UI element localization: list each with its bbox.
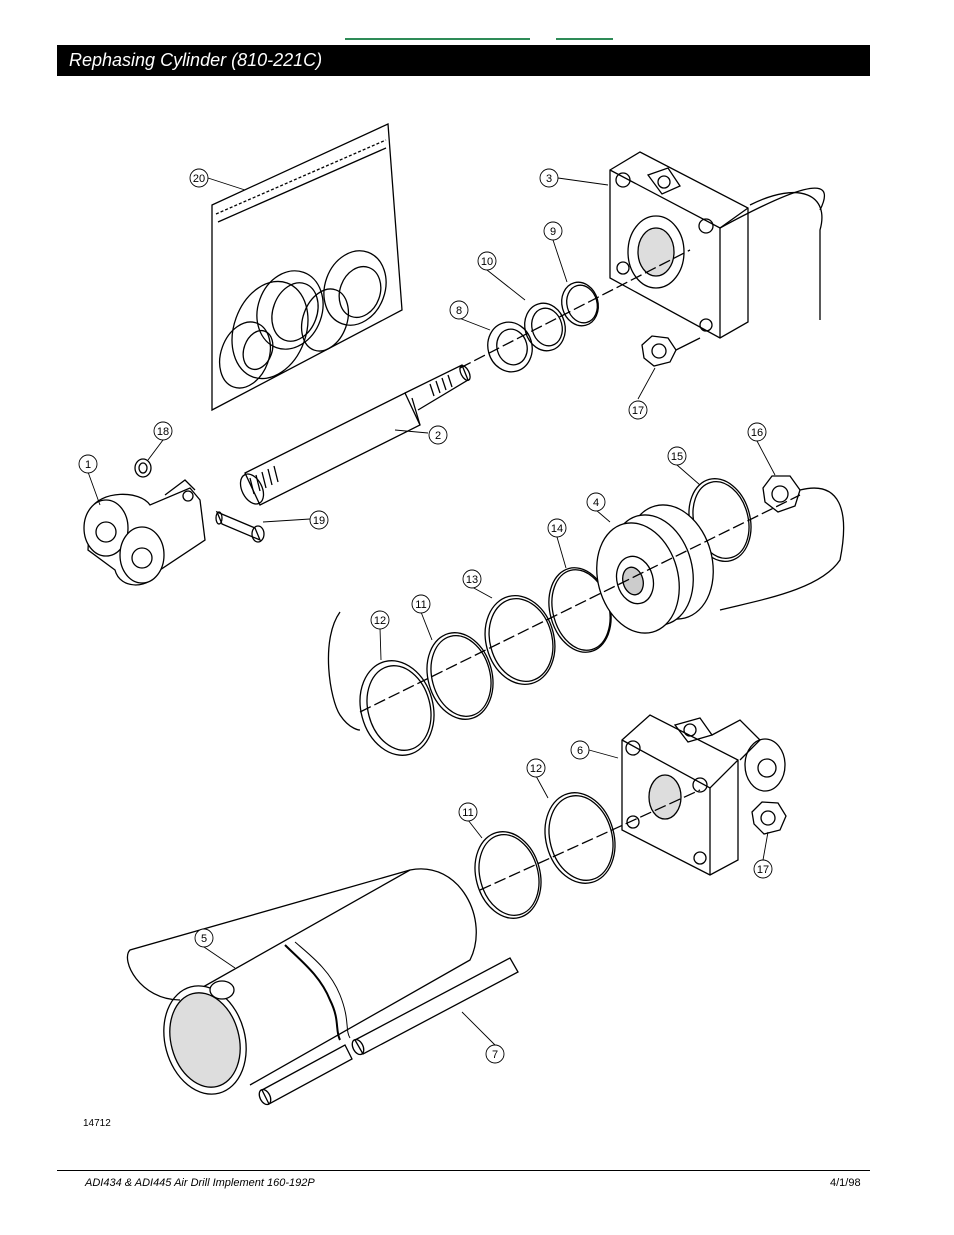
seal-9 [561, 281, 599, 327]
callout-19: 19 [313, 515, 325, 527]
callout-1: 1 [85, 459, 91, 471]
page-title: Rephasing Cylinder (810-221C) [69, 50, 323, 70]
clevis [83, 479, 206, 586]
tie-rods [258, 957, 519, 1106]
callout-4: 4 [593, 497, 599, 509]
base-end-cap [621, 714, 786, 876]
seal-12-mid [359, 660, 435, 756]
callout-6: 6 [577, 745, 583, 757]
seal-8 [487, 321, 533, 373]
callout-16: 16 [751, 427, 763, 439]
footer-divider [57, 1170, 870, 1171]
callout-14: 14 [551, 523, 563, 535]
callout-11-mid: 11 [415, 599, 426, 611]
callout-9: 9 [550, 226, 556, 238]
seal-11-bottom [474, 831, 542, 919]
footer-date: 4/1/98 [830, 1177, 861, 1189]
callout-18: 18 [157, 426, 169, 438]
bushing-18 [134, 458, 152, 478]
exploded-parts-diagram: 20 3 9 10 8 17 2 18 1 19 16 15 4 14 13 1… [78, 123, 845, 1106]
callout-11-bottom: 11 [462, 807, 473, 819]
title-bar: Rephasing Cylinder (810-221C) [57, 45, 870, 76]
callout-5: 5 [201, 933, 207, 945]
figure-id: 14712 [83, 1118, 111, 1129]
piston [596, 504, 714, 634]
nav-link-1[interactable] [345, 38, 530, 40]
callout-20: 20 [193, 173, 205, 185]
callout-labels [78, 168, 773, 1064]
callout-3: 3 [546, 173, 552, 185]
nut-17-top [641, 335, 701, 367]
callout-8: 8 [456, 305, 462, 317]
rod-end-cap [609, 151, 826, 339]
callout-17-bottom: 17 [757, 864, 769, 876]
piston-rod [239, 364, 471, 506]
top-links [0, 38, 954, 42]
bolt-19 [215, 510, 265, 543]
nut-16 [762, 475, 801, 513]
callout-2: 2 [435, 430, 441, 442]
callout-numbers: 20 3 9 10 8 17 2 18 1 19 16 15 4 14 13 1… [85, 173, 769, 1061]
callouts [87, 177, 776, 1046]
nut-17-bottom [751, 801, 787, 835]
callout-12-bottom: 12 [530, 763, 542, 775]
callout-7: 7 [492, 1049, 498, 1061]
footer-document-title: ADI434 & ADI445 Air Drill Implement 160-… [85, 1177, 315, 1189]
callout-15: 15 [671, 451, 683, 463]
seal-12-bottom [544, 792, 616, 884]
callout-17-top: 17 [632, 405, 644, 417]
callout-10: 10 [481, 256, 493, 268]
seal-13 [484, 595, 556, 685]
seal-11-mid [426, 632, 494, 720]
seal-kit-bag [211, 123, 403, 412]
nav-link-2[interactable] [556, 38, 613, 40]
cylinder-barrel [126, 868, 477, 1095]
callout-13: 13 [466, 574, 478, 586]
callout-12-mid: 12 [374, 615, 386, 627]
